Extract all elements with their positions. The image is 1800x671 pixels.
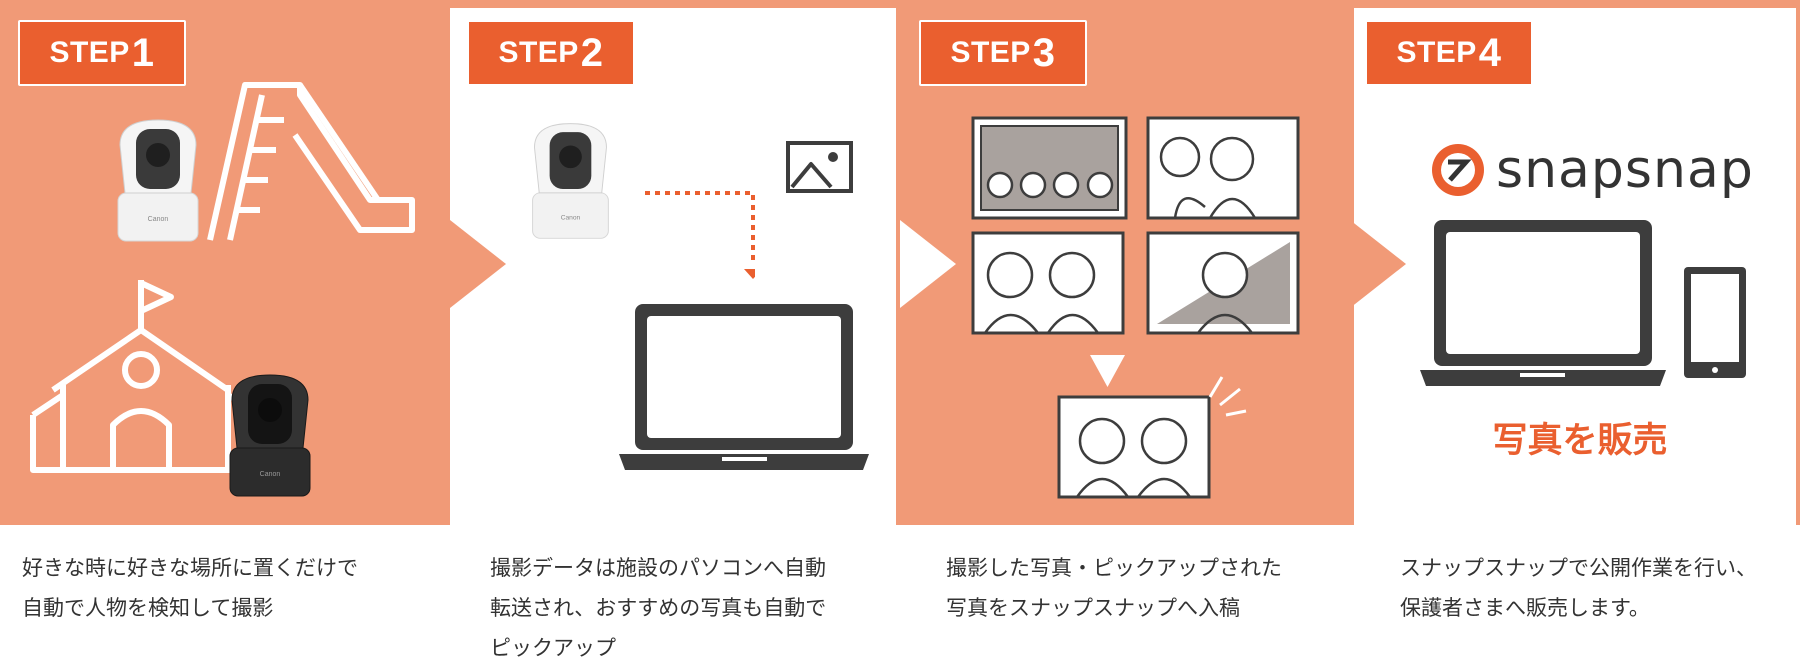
transfer-arrow: [645, 191, 755, 279]
step3-caption: 撮影した写真・ピックアップされた 写真をスナップスナップへ入稿: [946, 556, 1282, 620]
step2-caption: 撮影データは施設のパソコンへ自動 転送され、おすすめの写真も自動で ピックアップ: [490, 556, 827, 660]
camera-black: Canon: [229, 374, 311, 497]
step1-caption: 好きな時に好きな場所に置くだけで 自動で人物を検知して撮影: [22, 556, 358, 620]
svg-text:Canon: Canon: [260, 471, 281, 478]
photo-grid-illustration: [971, 116, 1300, 499]
laptop-icon-step4: [1420, 220, 1666, 386]
svg-text:Canon: Canon: [561, 214, 581, 221]
arrow-2-to-3: [900, 220, 956, 308]
camera-white-1: Canon: [117, 119, 199, 242]
camera-white-2: Canon: [532, 123, 609, 239]
sell-photos-label: 写真を販売: [1492, 421, 1668, 461]
snapsnap-wordmark: snapsnap: [1496, 140, 1754, 200]
snapsnap-logo-mark: [1432, 144, 1484, 196]
step4-caption: スナップスナップで公開作業を行い、 保護者さまへ販売します。: [1400, 556, 1757, 620]
image-icon: [786, 141, 853, 193]
smartphone-icon: [1684, 267, 1746, 378]
snapsnap-logo: snapsnap: [1430, 140, 1754, 200]
arrow-3-to-4: [1350, 220, 1406, 308]
laptop-icon: [619, 304, 869, 470]
svg-text:Canon: Canon: [148, 216, 169, 223]
arrow-1-to-2: [450, 220, 506, 308]
slide-illustration: [207, 82, 415, 241]
